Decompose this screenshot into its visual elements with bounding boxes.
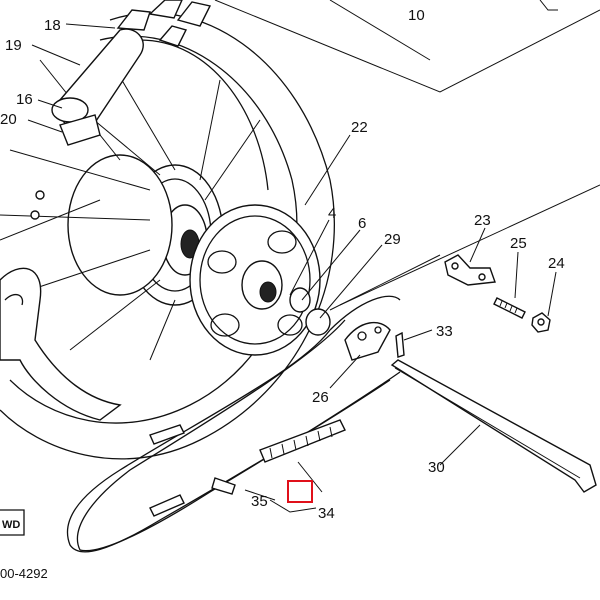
callout-33: 33 [436, 323, 453, 340]
callout-29: 29 [384, 231, 401, 248]
chain-links [149, 419, 346, 517]
bracket-23 [444, 254, 496, 286]
callout-4: 4 [328, 205, 336, 222]
fwd-marker: WD [0, 509, 25, 536]
callout-30: 30 [428, 459, 445, 476]
part-code-fragment: 00-4292 [0, 566, 48, 581]
nut-24 [531, 312, 551, 333]
callout-24: 24 [548, 255, 565, 272]
callout-26: 26 [312, 389, 329, 406]
fender-parts [51, 28, 144, 146]
callout-18: 18 [44, 17, 61, 34]
callout-25: 25 [510, 235, 527, 252]
rear-sprocket [189, 204, 321, 356]
callout-23: 23 [474, 212, 491, 229]
callout-35: 35 [251, 493, 268, 510]
swingarm-fragment [0, 267, 122, 421]
axle-collars [289, 287, 331, 336]
callout-labels: 18 19 16 20 10 22 4 6 29 23 25 24 33 26 … [0, 7, 565, 581]
callout-22: 22 [351, 119, 368, 136]
callout-16: 16 [16, 91, 33, 108]
leader-lines [27, 23, 557, 513]
axle-30 [390, 359, 597, 493]
highlight-box [287, 480, 313, 503]
plate-26 [344, 321, 391, 361]
tread-blocks [116, 0, 212, 47]
drive-chain [66, 295, 401, 553]
fwd-text: WD [2, 519, 20, 531]
callout-34: 34 [318, 505, 335, 522]
callout-20: 20 [0, 111, 17, 128]
rear-wheel-hub [0, 59, 261, 361]
callout-19: 19 [5, 37, 22, 54]
cotter-pin-33 [395, 331, 405, 358]
rear-tire [0, 0, 335, 460]
callout-6: 6 [358, 215, 366, 232]
callout-10: 10 [408, 7, 425, 24]
frame-lines [214, 0, 600, 311]
bolt-25 [493, 297, 526, 319]
